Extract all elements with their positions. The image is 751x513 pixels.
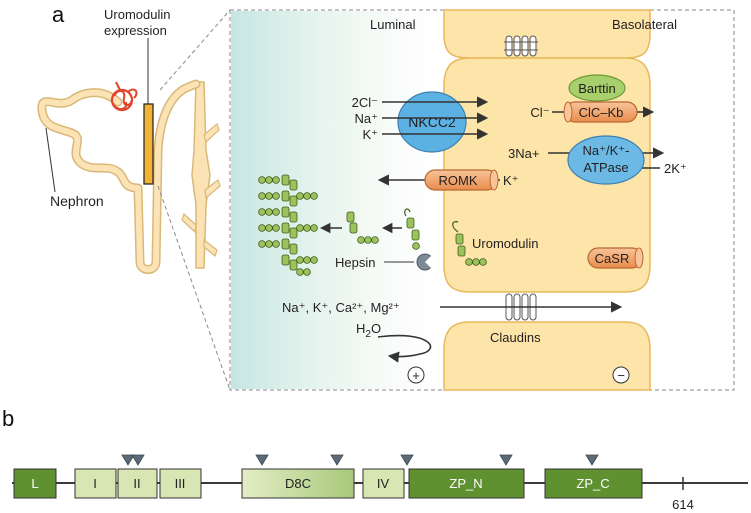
luminal-label: Luminal xyxy=(370,17,416,32)
nephron-tubule-fill xyxy=(38,81,199,273)
glycosylation-sites xyxy=(121,454,599,466)
epithelial-cell-lower xyxy=(443,321,651,391)
duct-branch-3 xyxy=(181,212,197,234)
nkcc2-ion-cl: 2Cl⁻ xyxy=(352,95,378,110)
clc-kb-cap xyxy=(563,101,573,123)
glycosylation-site-3 xyxy=(255,454,269,466)
nephron-pointer xyxy=(45,127,56,193)
lumen-positive-sign xyxy=(407,366,425,384)
domain-zp-c xyxy=(544,468,643,499)
domain-leader-label: L xyxy=(31,476,38,491)
nephron-illustration xyxy=(37,38,221,274)
collecting-duct xyxy=(191,81,211,269)
domain-d8c-label: D8C xyxy=(285,476,311,491)
glycosylation-site-4 xyxy=(330,454,344,466)
atpase-ion-k: 2K⁺ xyxy=(664,161,687,176)
atpase-ion-na: 3Na+ xyxy=(508,146,539,161)
interstitium-negative-text: − xyxy=(617,368,625,383)
domain-egf-1-label: I xyxy=(93,476,97,491)
uromodulin-dimer xyxy=(346,211,379,244)
zoom-line-top xyxy=(159,9,231,91)
domain-egf-4 xyxy=(362,468,405,499)
glycosylation-site-2 xyxy=(131,454,145,466)
zoom-line-bottom xyxy=(157,185,231,391)
clc-kb-label: ClC–Kb xyxy=(579,105,624,120)
domain-egf-2-label: II xyxy=(133,476,140,491)
casr-cap xyxy=(634,247,644,269)
domain-zp-n-label: ZP_N xyxy=(449,476,482,491)
glomerulus xyxy=(110,81,138,112)
hepsin-label: Hepsin xyxy=(335,255,375,270)
glycosylation-site-6 xyxy=(499,454,513,466)
na-k-atpase xyxy=(567,135,645,185)
nkcc2-label: NKCC2 xyxy=(408,114,456,130)
nkcc2-ion-na: Na⁺ xyxy=(355,111,378,126)
nephron-label: Nephron xyxy=(50,193,104,209)
domain-zp-c-label: ZP_C xyxy=(576,476,609,491)
duct-branch-4 xyxy=(203,238,218,258)
lumen-region xyxy=(231,11,461,389)
nkcc2-transporter xyxy=(397,91,467,153)
domain-egf-3-label: III xyxy=(175,476,186,491)
water-arrow xyxy=(377,334,432,363)
glycosylation-site-5 xyxy=(400,454,414,466)
casr-label: CaSR xyxy=(595,251,630,266)
tight-junction-top xyxy=(504,35,538,57)
glycosylation-site-7 xyxy=(585,454,599,466)
uromodulin-cleaved xyxy=(404,208,420,250)
domain-d8c xyxy=(241,468,355,499)
duct-branch-2 xyxy=(204,179,221,200)
domain-egf-1 xyxy=(74,468,117,499)
barttin-protein xyxy=(568,74,626,102)
basolateral-label: Basolateral xyxy=(612,17,677,32)
domain-egf-3 xyxy=(159,468,202,499)
domain-zp-n xyxy=(408,468,525,499)
barttin-label: Barttin xyxy=(578,81,616,96)
c-terminus-residue: 614 xyxy=(672,497,694,512)
clc-kb-ion: Cl⁻ xyxy=(530,105,549,120)
domain-leader xyxy=(13,468,57,499)
hepsin-protease xyxy=(416,253,437,271)
domain-egf-2 xyxy=(117,468,158,499)
lumen-positive-text: + xyxy=(412,368,420,383)
uromodulin-expression-label-1: Uromodulin xyxy=(104,7,170,22)
duct-branch-1 xyxy=(203,122,220,144)
claudins-label: Claudins xyxy=(490,330,541,345)
romk-label: ROMK xyxy=(439,173,478,188)
domain-egf-4-label: IV xyxy=(377,476,390,491)
uromodulin-polymer xyxy=(258,174,318,276)
interstitium-negative-sign xyxy=(612,366,630,384)
romk-cap xyxy=(489,169,499,191)
uromodulin-membrane-bound xyxy=(452,221,487,266)
panel-b-letter: b xyxy=(2,406,14,431)
uromodulin-expression-bar xyxy=(143,103,154,185)
paracellular-ions-label: Na⁺, K⁺, Ca²⁺, Mg²⁺ xyxy=(282,300,400,315)
glycosylation-site-1 xyxy=(121,454,135,466)
water-label: H2O xyxy=(356,321,381,340)
nkcc2-ion-k: K⁺ xyxy=(362,127,378,142)
romk-ion: K⁺ xyxy=(503,173,519,188)
uromodulin-expression-label-2: expression xyxy=(104,23,167,38)
panel-a-letter: a xyxy=(52,2,65,27)
uromodulin-label: Uromodulin xyxy=(472,236,538,251)
atpase-label-2: ATPase xyxy=(583,160,628,175)
atpase-label-1: Na⁺/K⁺- xyxy=(583,143,630,158)
